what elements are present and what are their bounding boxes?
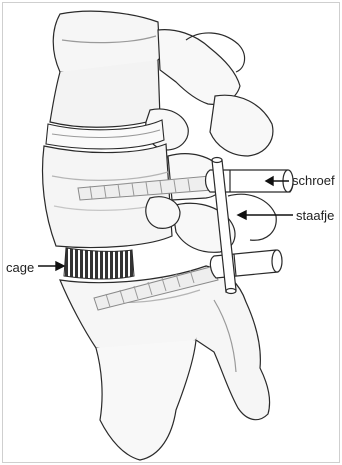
lower-vertebra-sacrum [60,266,270,460]
screw-head-lower [210,250,282,278]
upper-vertebra [50,11,160,127]
label-schroef: schroef [292,174,335,187]
label-cage: cage [6,261,34,274]
upper-posterior-elements [146,30,273,156]
interbody-cage [64,248,134,279]
label-staafje: staafje [296,209,334,222]
